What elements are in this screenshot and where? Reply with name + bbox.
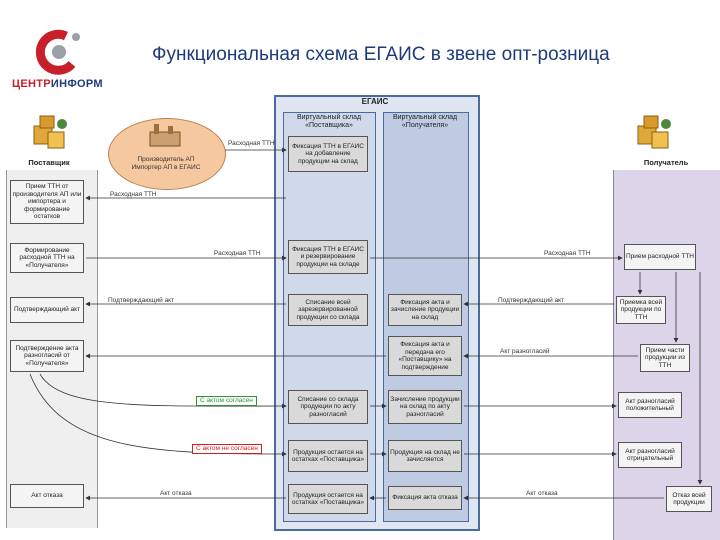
egais-fix-ttn-reserve: Фиксация ТТН в ЕГАИС и резервирование пр… — [288, 240, 368, 274]
receiver-step-refuse-all: Отказ всей продукции — [666, 486, 712, 512]
flow-refusal-receiver: Акт отказа — [526, 490, 558, 497]
col1-title: Виртуальный склад «Поставщика» — [296, 114, 362, 129]
flow-disagree: С актом не согласен — [192, 444, 262, 454]
supplier-icon — [28, 112, 72, 161]
egais-write-off-discrepancy: Списание со склада продукции по акту раз… — [288, 390, 368, 424]
egais-fix-act-forward: Фиксация акта и передача его «Поставщику… — [388, 336, 462, 376]
flow-discrepancy-act: Акт разногласий — [500, 348, 550, 355]
egais-fix-incoming-ttn: Фиксация ТТН в ЕГАИС на добавление проду… — [288, 136, 368, 172]
logo-icon — [35, 29, 80, 75]
supplier-step-form-ttn: Формирование расходной ТТН на «Получател… — [10, 243, 84, 273]
egais-credit-discrepancy: Зачисление продукции на склад по акту ра… — [388, 390, 462, 424]
receiver-step-act-negative: Акт разногласий отрицательный — [618, 442, 682, 468]
egais-fix-act-credit: Фиксация акта и зачисление продукции на … — [388, 294, 462, 326]
logo — [34, 28, 84, 76]
egais-not-credited: Продукция на склад не зачисляется — [388, 440, 462, 472]
egais-title: ЕГАИС — [361, 97, 389, 106]
egais-remains-supplier-2: Продукция остается на остатках «Поставщи… — [288, 484, 368, 514]
flow-refusal-supplier: Акт отказа — [160, 490, 192, 497]
egais-remains-supplier-1: Продукция остается на остатках «Поставщи… — [288, 440, 368, 472]
producer-label: Производитель АП Импортер АП в ЕГАИС — [131, 156, 201, 171]
egais-fix-refusal: Фиксация акта отказа — [388, 486, 462, 510]
receiver-icon — [632, 112, 676, 161]
flow-agree: С актом согласен — [196, 396, 257, 406]
flow-confirm-act-receiver: Подтверждающий акт — [498, 297, 565, 304]
receiver-step-receive-ttn: Прием расходной ТТН — [624, 244, 696, 270]
flow-outgoing-ttn-receiver: Расходная ТТН — [544, 250, 591, 257]
producer-ellipse — [108, 118, 226, 190]
receiver-step-accept-part: Прием части продукции из ТТН — [640, 344, 690, 372]
flow-confirm-act-supplier: Подтверждающий акт — [108, 297, 175, 304]
supplier-title: Поставщик — [28, 158, 70, 167]
receiver-step-act-positive: Акт разногласий положительный — [618, 392, 682, 418]
receiver-step-accept-all: Приемка всей продукции по ТТН — [616, 296, 666, 324]
flow-outgoing-ttn: Расходная ТТН — [214, 250, 261, 257]
supplier-step-confirm-discrepancy: Подтверждение акта разногласий от «Получ… — [10, 340, 84, 372]
supplier-step-confirm-act: Подтверждающий акт — [10, 297, 84, 323]
receiver-title: Получатель — [643, 158, 689, 167]
col2-title: Виртуальный склад «Получателя» — [392, 114, 458, 129]
factory-icon — [148, 122, 184, 153]
logo-text: ЦЕНТРИНФОРМ — [12, 78, 103, 90]
egais-write-off-reserved: Списание всей зарезервированной продукци… — [288, 294, 368, 326]
supplier-step-refusal: Акт отказа — [10, 484, 84, 508]
flow-outgoing-ttn-back: Расходная ТТН — [110, 191, 157, 198]
page-title: Функциональная схема ЕГАИС в звене опт-р… — [152, 44, 610, 65]
supplier-step-receive-ttn: Прием ТТН от производителя АП или импорт… — [10, 180, 84, 224]
flow-incoming-ttn: Расходная ТТН — [228, 140, 275, 147]
